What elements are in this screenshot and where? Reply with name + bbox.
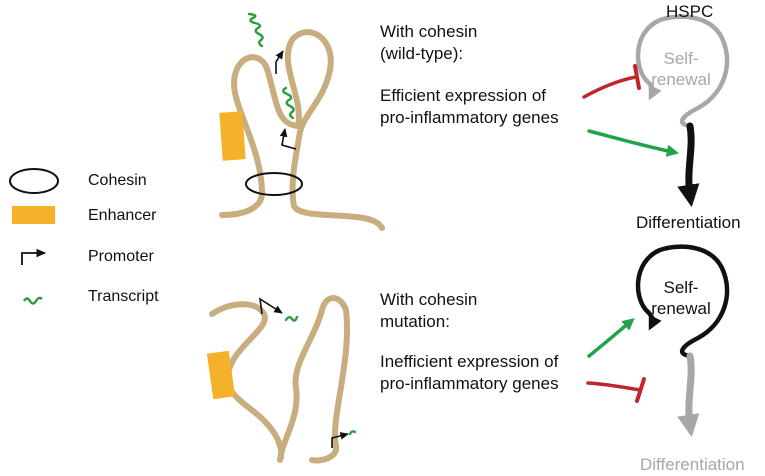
bottom-differentiation-arrow: [677, 352, 700, 438]
top-self-renewal-line2: renewal: [651, 70, 711, 89]
top-promoter-arrow-1: [275, 50, 284, 74]
top-self-renewal-line1: Self-: [663, 49, 699, 68]
bottom-chromatin-fiber: [209, 295, 350, 464]
bottom-heading-line2: mutation:: [380, 312, 450, 331]
top-description-line2: pro-inflammatory genes: [380, 108, 559, 127]
top-chromatin-fiber: [219, 29, 385, 231]
bottom-transcript-1: [284, 315, 299, 322]
top-cohesin-ring: [245, 172, 303, 196]
bottom-self-renewal-line2: renewal: [651, 299, 711, 318]
top-heading-line1: With cohesin: [380, 22, 478, 41]
top-transcript-1: [247, 12, 264, 48]
bottom-transcript-2: [348, 430, 357, 436]
bottom-heading-line1: With cohesin: [380, 290, 478, 309]
bottom-description-line2: pro-inflammatory genes: [380, 374, 559, 393]
bottom-activation-arrow: [587, 318, 635, 358]
bottom-promoter-arrow-2: [331, 432, 349, 448]
top-description-line1: Efficient expression of: [380, 86, 546, 105]
top-transcript-2: [282, 86, 295, 120]
legend-transcript-squiggle-icon: [22, 296, 43, 305]
bottom-inhibition-bar: [635, 377, 646, 403]
bottom-self-renewal-line1: Self-: [663, 278, 699, 297]
legend-transcript-label: Transcript: [88, 288, 159, 305]
legend: [9, 168, 59, 305]
legend-promoter-arrow-icon: [21, 248, 47, 265]
top-inhibition-bar: [633, 64, 641, 90]
legend-promoter-label: Promoter: [88, 248, 154, 265]
bottom-inhibition-line: [586, 381, 642, 392]
top-inhibition-line: [582, 75, 638, 99]
bottom-promoter-arrow-1: [258, 297, 283, 315]
top-enhancer-block: [219, 111, 246, 161]
legend-cohesin-ring-icon: [9, 168, 59, 194]
top-self-renewal-loop: [635, 14, 730, 129]
top-promoter-arrow-2: [279, 128, 297, 150]
top-differentiation-label: Differentiation: [636, 213, 741, 232]
top-activation-arrow: [587, 129, 679, 157]
top-differentiation-arrow: [677, 122, 700, 208]
hspc-title: HSPC: [666, 2, 714, 21]
legend-enhancer-label: Enhancer: [88, 207, 157, 224]
bottom-differentiation-label: Differentiation: [640, 455, 745, 474]
legend-cohesin-label: Cohesin: [88, 172, 147, 189]
top-heading-line2: (wild-type):: [380, 44, 464, 63]
bottom-self-renewal-loop: [635, 244, 730, 359]
bottom-description-line1: Inefficient expression of: [380, 352, 559, 371]
bottom-enhancer-block: [206, 350, 236, 400]
legend-enhancer-icon: [12, 206, 55, 224]
